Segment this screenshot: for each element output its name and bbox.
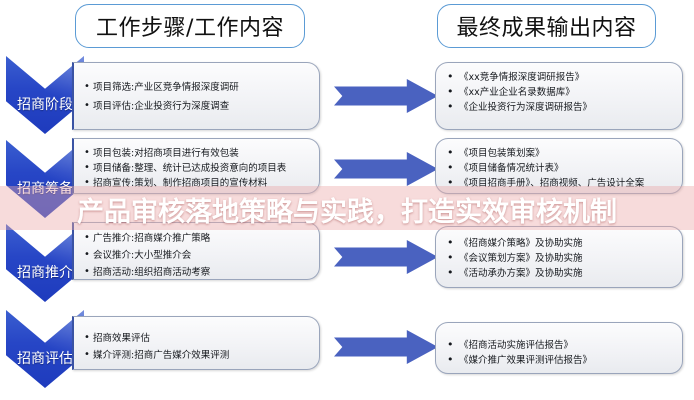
- list-item: 《项目招商手册》、招商视频、广告设计全案: [446, 175, 674, 191]
- stage-label-4: 招商评估: [17, 351, 73, 367]
- stage-label-3: 招商推介: [17, 265, 73, 281]
- output-content-card-1: 《xx竞争情报深度调研报告》 《xx产业企业名录数据库》 《企业投资行为深度调研…: [435, 62, 683, 130]
- stage-label-2: 招商筹备: [17, 181, 73, 197]
- work-content-card-2: 项目包装:对招商项目进行有效包装 项目储备:整理、统计已达成投资意向的项目表 招…: [72, 138, 320, 194]
- stage-chevron-3: 招商推介: [6, 224, 84, 302]
- list-item: 项目筛选:产业区竞争情报深度调研: [84, 77, 311, 97]
- stage-chevron-1: 招商阶段: [6, 56, 84, 134]
- flow-arrow-right-icon-1: [334, 79, 438, 113]
- list-item: 《xx产业企业名录数据库》: [446, 84, 674, 100]
- output-content-card-4: 《招商活动实施评估报告》 《媒介推广效果评测评估报告》: [435, 322, 683, 374]
- list-item: 项目包装:对招商项目进行有效包装: [84, 145, 311, 161]
- stage-chevron-4: 招商评估: [6, 310, 84, 388]
- list-item: 《媒介推广效果评测评估报告》: [446, 352, 674, 368]
- list-item: 招商活动:组织招商活动考察: [84, 263, 311, 281]
- list-item: 项目储备:整理、统计已达成投资意向的项目表: [84, 160, 311, 176]
- list-item: 《xx竞争情报深度调研报告》: [446, 69, 674, 85]
- list-item: 广告推介:招商媒介推广策略: [84, 229, 311, 247]
- work-content-card-4: 招商效果评估 媒介评测:招商广告媒介效果评测: [72, 316, 320, 370]
- list-item: 《活动承办方案》及协助实施: [446, 265, 674, 281]
- list-item: 招商宣传:策划、制作招商项目的宣传材料: [84, 175, 311, 191]
- list-item: 招商效果评估: [84, 329, 311, 347]
- list-item: 会议推介:大小型推介会: [84, 246, 311, 264]
- stage-label-1: 招商阶段: [17, 97, 73, 113]
- list-item: 《招商活动实施评估报告》: [446, 337, 674, 353]
- list-item: 《项目包装策划案》: [446, 145, 674, 161]
- work-content-card-3: 广告推介:招商媒介推广策略 会议推介:大小型推介会 招商活动:组织招商活动考察: [72, 222, 320, 280]
- stage-chevron-2: 招商筹备: [6, 140, 84, 218]
- list-item: 《企业投资行为深度调研报告》: [446, 99, 674, 115]
- column-header-work-steps: 工作步骤/工作内容: [75, 4, 305, 48]
- flow-arrow-right-icon-4: [334, 330, 438, 364]
- flow-arrow-right-icon-2: [334, 152, 438, 186]
- list-item: 《会议策划方案》及协助实施: [446, 250, 674, 266]
- output-content-card-2: 《项目包装策划案》 《项目储备情况统计表》 《项目招商手册》、招商视频、广告设计…: [435, 138, 683, 194]
- list-item: 《项目储备情况统计表》: [446, 160, 674, 176]
- list-item: 《招商媒介策略》及协助实施: [446, 235, 674, 251]
- flow-arrow-right-icon-3: [334, 240, 438, 274]
- list-item: 项目评估:企业投资行为深度调查: [84, 96, 311, 116]
- column-header-final-output: 最终成果输出内容: [437, 4, 656, 48]
- list-item: 媒介评测:招商广告媒介效果评测: [84, 346, 311, 364]
- work-content-card-1: 项目筛选:产业区竞争情报深度调研 项目评估:企业投资行为深度调查: [72, 62, 320, 130]
- output-content-card-3: 《招商媒介策略》及协助实施 《会议策划方案》及协助实施 《活动承办方案》及协助实…: [435, 226, 683, 288]
